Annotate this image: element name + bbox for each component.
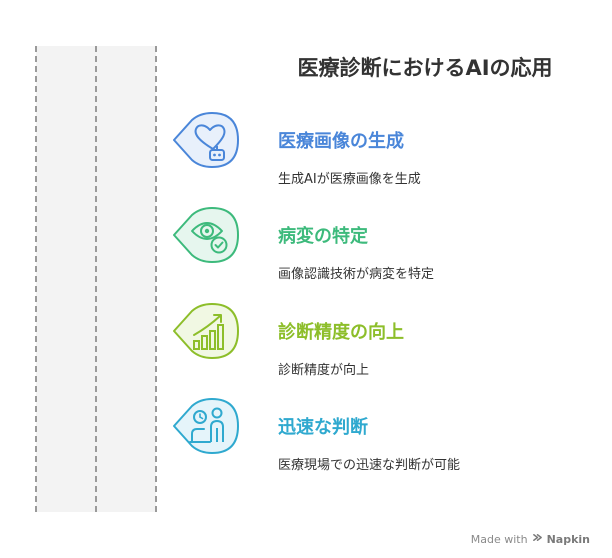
list-item-rapid-decision: 迅速な判断 医療現場での迅速な判断が可能 [0, 398, 612, 488]
list-item-diagnostic-accuracy: 診断精度の向上 診断精度が向上 [0, 303, 612, 393]
footer-prefix: Made with [470, 532, 528, 546]
road-background [35, 46, 157, 512]
list-item-lesion-identification: 病変の特定 画像認識技術が病変を特定 [0, 207, 612, 297]
item-description: 生成AIが医療画像を生成 [278, 172, 421, 187]
item-heading: 病変の特定 [278, 226, 368, 247]
footer-attribution[interactable]: Made with Napkin [471, 532, 590, 546]
item-heading: 迅速な判断 [278, 417, 368, 438]
item-description: 画像認識技術が病変を特定 [278, 267, 435, 282]
dashed-lane-line [35, 46, 37, 512]
heart-robot-icon [170, 112, 240, 168]
dashed-lane-line [95, 46, 97, 512]
footer-brand: Napkin [546, 532, 590, 546]
item-heading: 診断精度の向上 [278, 322, 404, 343]
item-description: 医療現場での迅速な判断が可能 [278, 458, 461, 473]
item-heading: 医療画像の生成 [278, 131, 404, 152]
page-title: 医療診断におけるAIの応用 [297, 56, 553, 80]
dashed-lane-line [155, 46, 157, 512]
doctor-patient-icon [170, 398, 240, 454]
item-description: 診断精度が向上 [278, 363, 370, 378]
list-item-medical-image-generation: 医療画像の生成 生成AIが医療画像を生成 [0, 112, 612, 202]
growth-chart-icon [170, 303, 240, 359]
napkin-logo-icon [532, 532, 543, 546]
eye-check-icon [170, 207, 240, 263]
